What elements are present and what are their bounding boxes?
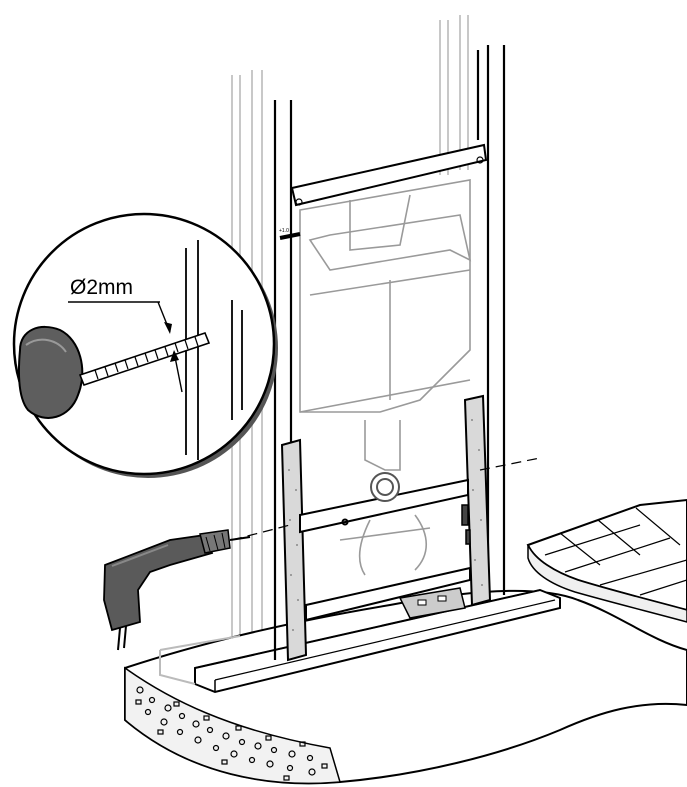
frame-top-rail: +1.0 (279, 143, 488, 240)
mounting-plate (398, 587, 466, 619)
frame-leg-left (280, 438, 308, 662)
tiled-floor (526, 498, 687, 623)
power-drill (103, 529, 251, 651)
clamp-bracket (461, 504, 471, 545)
frame-crossbars (299, 472, 471, 622)
drill-bit-callout: Ø2mm (12, 212, 278, 478)
wall-posts (273, 45, 506, 660)
concrete-texture (135, 686, 328, 781)
tiny-dimension-label: +1.0 (279, 228, 289, 234)
drill-bit-diameter-label: Ø2mm (70, 276, 133, 299)
cistern-ghost (299, 179, 472, 576)
